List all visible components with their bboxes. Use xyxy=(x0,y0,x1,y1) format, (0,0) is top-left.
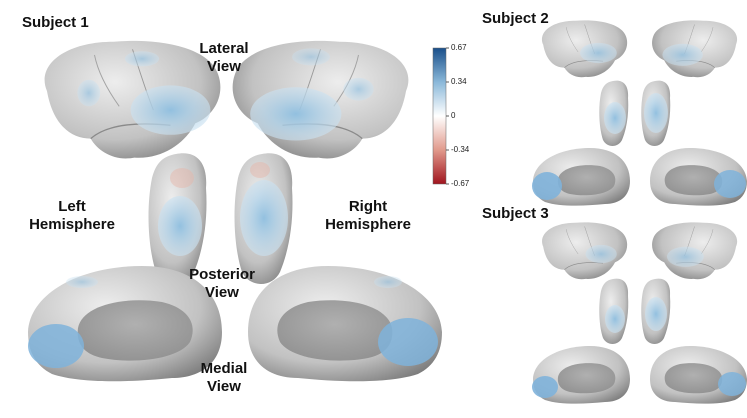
subject3-right-lateral xyxy=(651,222,738,280)
subject3-left-medial xyxy=(532,346,630,404)
subject1-left-lateral xyxy=(43,40,222,160)
subject2-left-lateral xyxy=(541,20,628,78)
colorbar-tick-min: -0.67 xyxy=(451,179,470,188)
subject1-left-medial xyxy=(28,266,222,382)
colorbar xyxy=(432,47,449,185)
subject3-posterior-right xyxy=(641,278,671,344)
subject2-right-lateral xyxy=(651,20,738,78)
colorbar-tick-high: 0.34 xyxy=(451,77,467,86)
subject1-posterior-right xyxy=(234,153,293,284)
colorbar-tick-max: 0.67 xyxy=(451,43,467,52)
subject1-posterior-left xyxy=(148,153,207,284)
subject3-left-lateral xyxy=(541,222,628,280)
subject2-posterior-left xyxy=(599,80,629,146)
lateral-view-label: Lateral View xyxy=(199,40,249,75)
subject2-title: Subject 2 xyxy=(482,10,549,27)
subject3-title: Subject 3 xyxy=(482,205,549,222)
left-hemisphere-label: Left Hemisphere xyxy=(29,198,115,233)
subject3-right-medial xyxy=(650,346,747,404)
medial-view-label: Medial View xyxy=(200,360,248,395)
subject2-posterior-right xyxy=(641,80,671,146)
subject2-right-medial xyxy=(650,148,747,206)
colorbar-tick-zero: 0 xyxy=(451,111,456,120)
subject2-left-medial xyxy=(532,148,630,206)
subject1-right-lateral xyxy=(231,40,410,160)
subject1-title: Subject 1 xyxy=(22,14,89,31)
subject3-posterior-left xyxy=(599,278,629,344)
colorbar-tick-low: -0.34 xyxy=(451,145,470,154)
right-hemisphere-label: Right Hemisphere xyxy=(325,198,411,233)
posterior-view-label: Posterior View xyxy=(189,266,255,301)
subject1-right-medial xyxy=(248,266,442,382)
